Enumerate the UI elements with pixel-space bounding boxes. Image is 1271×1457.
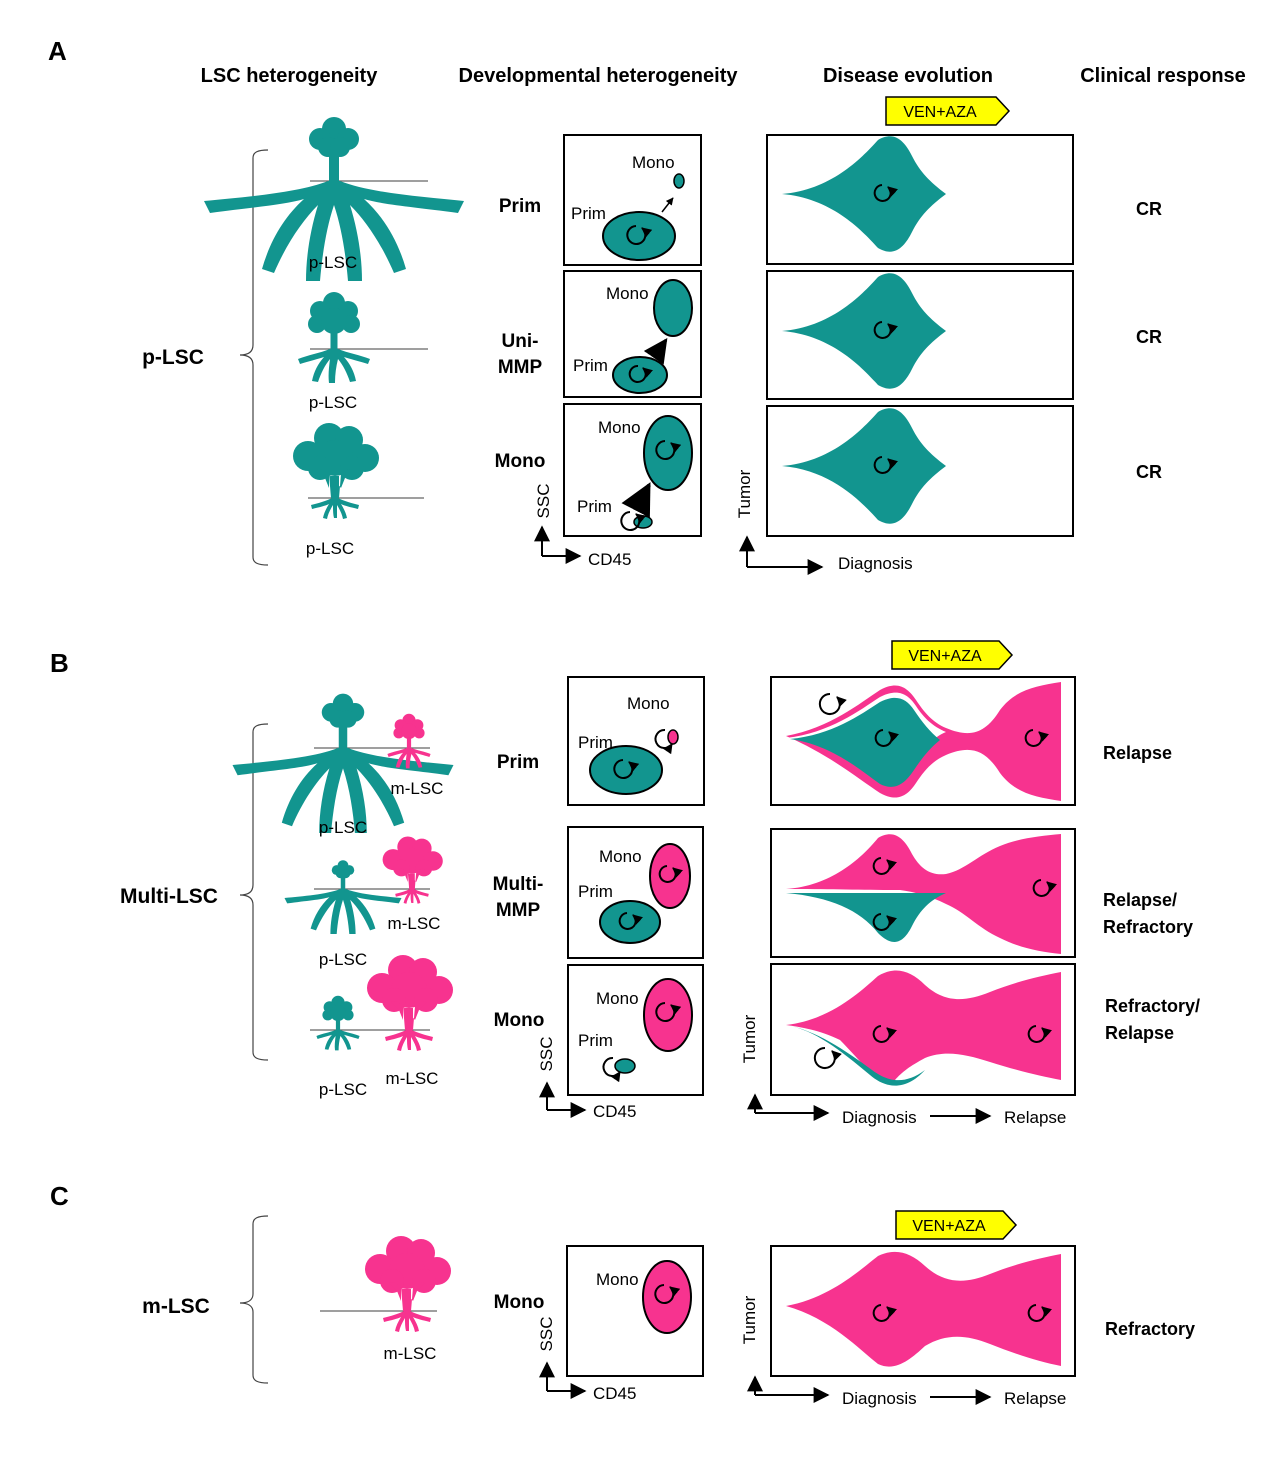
response-a-mono: CR (1136, 462, 1162, 482)
p-lsc-tree-icon (293, 423, 379, 519)
evolution-plot-c-mono (770, 1245, 1076, 1377)
m-lsc-tree-icon (365, 1236, 451, 1332)
p-lsc-tree-icon (316, 995, 360, 1051)
flow-plot-multi-mmp: Mono Prim (567, 826, 704, 959)
panel-letter-c: C (50, 1181, 69, 1211)
p-lsc-tree-icon (298, 292, 370, 383)
panel-letter-a: A (48, 36, 67, 66)
evolution-plot-b-prim (770, 676, 1076, 806)
panel-letter-b: B (50, 648, 69, 678)
response-b-multi-line2: Refractory (1103, 917, 1193, 937)
population-label-prim: Prim (577, 497, 612, 516)
ven-aza-label-c: VEN+AZA (895, 1210, 1018, 1240)
p-lsc-tree-icon (284, 860, 402, 934)
header-clinical-response: Clinical response (1080, 65, 1246, 87)
tumor-axis-label: Tumor (735, 469, 754, 518)
flow-plot-mono: Mono (566, 1245, 704, 1377)
flow-plot-uni-mmp: Mono Prim (563, 270, 702, 398)
row-label-multi-mmp-line1: Multi- (493, 874, 544, 895)
flow-plot-prim: Mono Prim (567, 676, 705, 806)
ven-aza-label-a: VEN+AZA (885, 96, 1011, 126)
evolution-plot-a-uni-mmp (766, 270, 1074, 400)
row-label-mono: Mono (494, 1010, 545, 1031)
tree-label-m: m-LSC (391, 779, 444, 798)
evolution-plot-a-prim (766, 134, 1074, 265)
tree-label-m: m-LSC (384, 1344, 437, 1363)
row-label-uni-mmp-line1: Uni- (502, 331, 539, 352)
population-label-prim: Prim (571, 204, 606, 223)
header-disease-evolution: Disease evolution (823, 65, 993, 87)
tree-label-m: m-LSC (386, 1069, 439, 1088)
response-b-mono-line2: Relapse (1105, 1023, 1174, 1043)
tree-label-p: p-LSC (319, 818, 367, 837)
header-developmental-heterogeneity: Developmental heterogeneity (459, 65, 739, 87)
flow-plot-mono: Mono Prim (567, 964, 704, 1096)
ven-aza-label-b: VEN+AZA (891, 640, 1014, 670)
evolution-plot-a-mono (766, 405, 1074, 537)
group-label-b: Multi-LSC (120, 885, 218, 908)
row-label-prim: Prim (499, 196, 541, 217)
tree-label: p-LSC (306, 539, 354, 558)
response-a-prim: CR (1136, 199, 1162, 219)
relapse-axis-label: Relapse (1004, 1389, 1066, 1408)
population-label-mono: Mono (627, 694, 670, 713)
ssc-axis-label: SSC (534, 484, 553, 519)
tree-label-m: m-LSC (388, 914, 441, 933)
row-label-multi-mmp-line2: MMP (496, 900, 541, 921)
svg-text:VEN+AZA: VEN+AZA (908, 648, 982, 665)
tumor-axis-label: Tumor (740, 1295, 759, 1344)
population-label-prim: Prim (578, 882, 613, 901)
row-label-prim: Prim (497, 752, 539, 773)
brace-a (239, 149, 269, 566)
diagnosis-axis-label: Diagnosis (838, 554, 913, 573)
tree-label: p-LSC (309, 393, 357, 412)
diagnosis-axis-label: Diagnosis (842, 1108, 917, 1127)
tree-label: p-LSC (309, 253, 357, 272)
tree-label-p: p-LSC (319, 950, 367, 969)
svg-text:VEN+AZA: VEN+AZA (903, 104, 977, 121)
response-c-mono: Refractory (1105, 1319, 1195, 1339)
evolution-plot-b-mono (770, 963, 1076, 1096)
response-a-uni-mmp: CR (1136, 327, 1162, 347)
group-label-c: m-LSC (142, 1295, 210, 1318)
flow-plot-prim: Mono Prim (563, 134, 702, 266)
population-label-mono: Mono (599, 847, 642, 866)
population-label-mono: Mono (632, 153, 675, 172)
tumor-axis-label: Tumor (740, 1014, 759, 1063)
header-lsc-heterogeneity: LSC heterogeneity (201, 65, 379, 87)
brace-c (239, 1215, 269, 1384)
population-label-mono: Mono (606, 284, 649, 303)
response-b-mono-line1: Refractory/ (1105, 996, 1200, 1016)
cd45-axis-label: CD45 (593, 1384, 636, 1403)
cd45-axis-label: CD45 (593, 1102, 636, 1121)
flow-plot-mono: Mono Prim (563, 403, 702, 537)
m-lsc-tree-icon (367, 955, 453, 1051)
population-label-prim: Prim (578, 1031, 613, 1050)
population-label-mono: Mono (596, 1270, 639, 1289)
evolution-plot-b-multi-mmp (770, 828, 1076, 958)
group-label-a: p-LSC (142, 346, 204, 369)
cd45-axis-label: CD45 (588, 550, 631, 569)
diagnosis-axis-label: Diagnosis (842, 1389, 917, 1408)
population-label-prim: Prim (573, 356, 608, 375)
svg-text:VEN+AZA: VEN+AZA (912, 1218, 986, 1235)
ssc-axis-label: SSC (537, 1037, 556, 1072)
brace-b (239, 723, 269, 1061)
tree-label-p: p-LSC (319, 1080, 367, 1099)
population-label-mono: Mono (598, 418, 641, 437)
response-b-multi-line1: Relapse/ (1103, 890, 1177, 910)
row-label-uni-mmp-line2: MMP (498, 357, 543, 378)
population-label-mono: Mono (596, 989, 639, 1008)
m-lsc-tree-icon (382, 836, 443, 904)
row-label-mono: Mono (495, 451, 546, 472)
relapse-axis-label: Relapse (1004, 1108, 1066, 1127)
response-b-prim: Relapse (1103, 743, 1172, 763)
row-label-mono: Mono (494, 1292, 545, 1313)
ssc-axis-label: SSC (537, 1317, 556, 1352)
population-label-prim: Prim (578, 733, 613, 752)
